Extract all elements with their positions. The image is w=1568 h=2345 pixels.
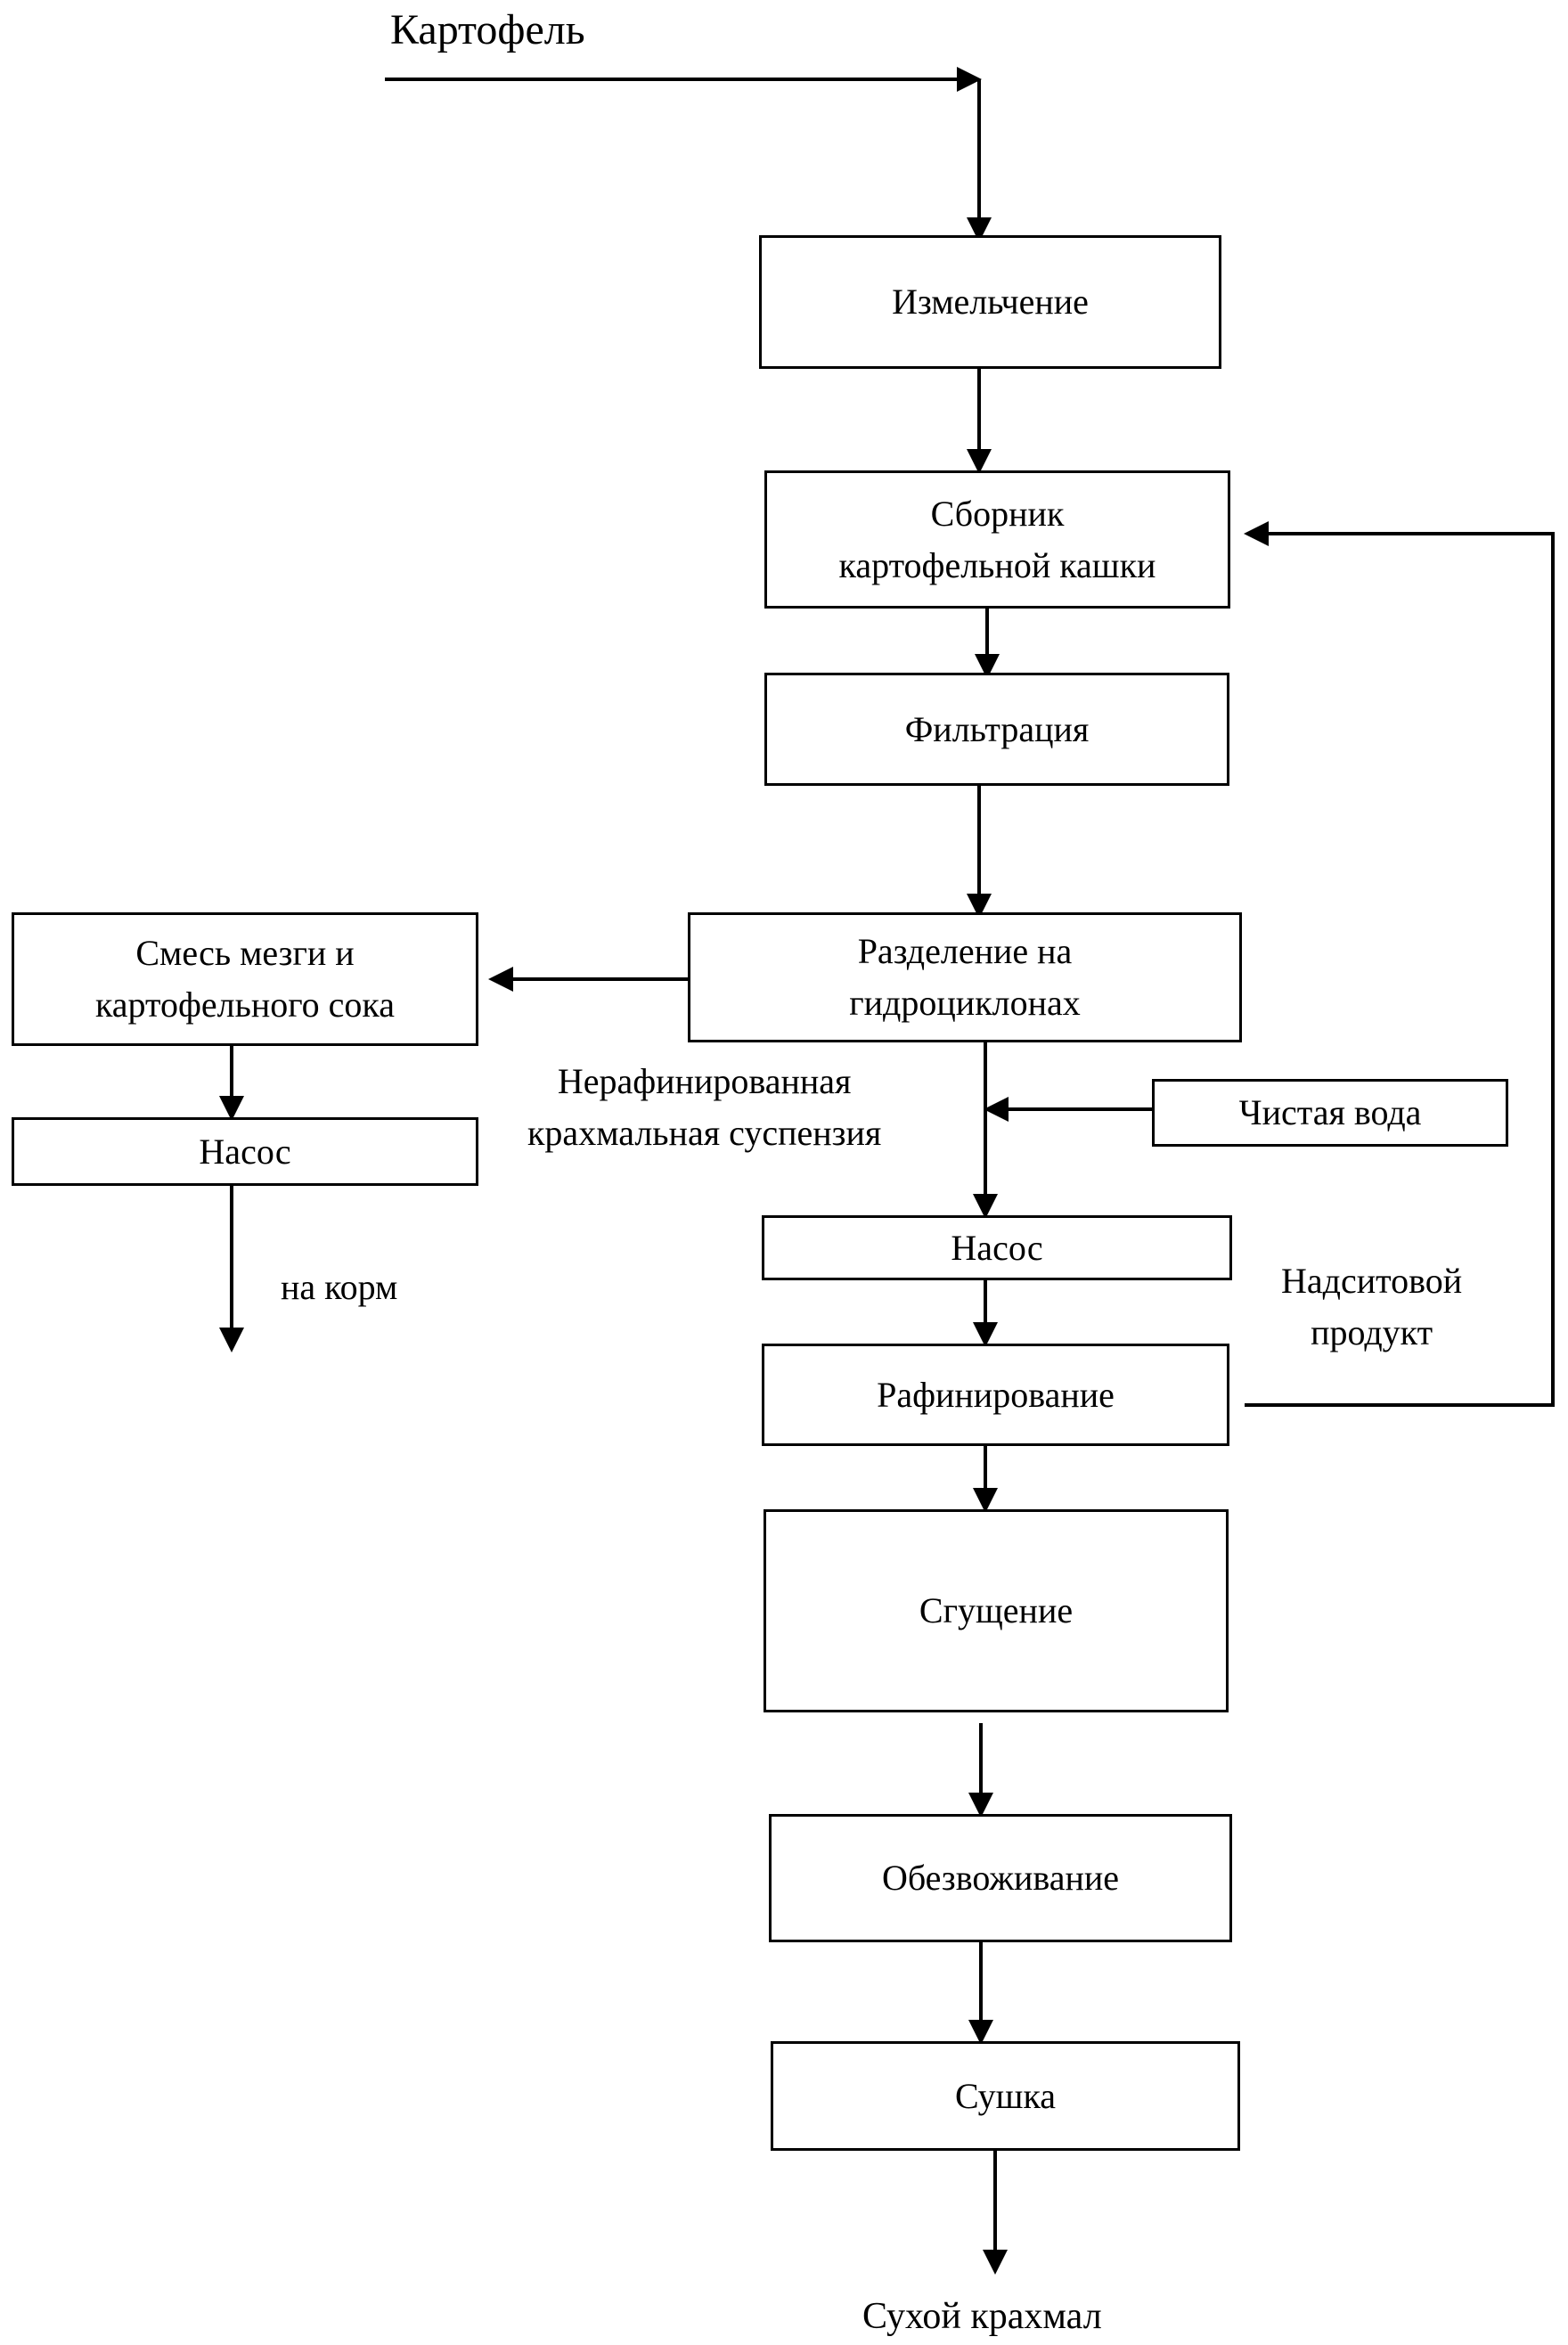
step-drying: Сушка xyxy=(771,2041,1240,2151)
oversize-product-label: Надситовой продукт xyxy=(1281,1255,1462,1359)
oversize-product-line2: продукт xyxy=(1281,1307,1462,1359)
input-label: Картофель xyxy=(390,2,585,59)
step-separation-label-line2: гидроциклонах xyxy=(849,977,1081,1029)
side-pump: Насос xyxy=(12,1117,478,1186)
to-feed-label: на корм xyxy=(281,1262,397,1313)
unrefined-suspension-line1: Нерафинированная xyxy=(527,1056,881,1107)
step-thickening: Сгущение xyxy=(764,1509,1229,1712)
step-collector-label-line1: Сборник xyxy=(931,488,1065,540)
step-refining: Рафинирование xyxy=(762,1344,1229,1446)
step-drying-label: Сушка xyxy=(955,2071,1056,2122)
step-collector-label-line2: картофельной кашки xyxy=(839,540,1156,592)
unrefined-suspension-label: Нерафинированная крахмальная суспензия xyxy=(527,1056,881,1159)
step-grinding-label: Измельчение xyxy=(892,276,1089,328)
step-dewatering: Обезвоживание xyxy=(769,1814,1232,1942)
water-input-label: Чистая вода xyxy=(1239,1087,1422,1139)
side-pulp-mix: Смесь мезги и картофельного сока xyxy=(12,912,478,1046)
side-pulp-mix-label-line2: картофельного сока xyxy=(95,979,395,1031)
step-dewatering-label: Обезвоживание xyxy=(882,1852,1119,1904)
step-thickening-label: Сгущение xyxy=(919,1585,1073,1637)
unrefined-suspension-line2: крахмальная суспензия xyxy=(527,1107,881,1159)
step-collector: Сборник картофельной кашки xyxy=(764,470,1230,609)
step-pump-main: Насос xyxy=(762,1215,1232,1280)
step-pump-main-label: Насос xyxy=(951,1222,1042,1274)
step-grinding: Измельчение xyxy=(759,235,1221,369)
side-pump-label: Насос xyxy=(199,1126,290,1178)
output-label: Сухой крахмал xyxy=(862,2291,1102,2342)
step-refining-label: Рафинирование xyxy=(877,1369,1115,1421)
step-separation: Разделение на гидроциклонах xyxy=(688,912,1242,1042)
step-separation-label-line1: Разделение на xyxy=(858,926,1073,977)
water-input-box: Чистая вода xyxy=(1152,1079,1508,1147)
oversize-product-line1: Надситовой xyxy=(1281,1255,1462,1307)
step-filtration: Фильтрация xyxy=(764,673,1229,786)
side-pulp-mix-label-line1: Смесь мезги и xyxy=(135,927,354,979)
step-filtration-label: Фильтрация xyxy=(905,704,1090,756)
